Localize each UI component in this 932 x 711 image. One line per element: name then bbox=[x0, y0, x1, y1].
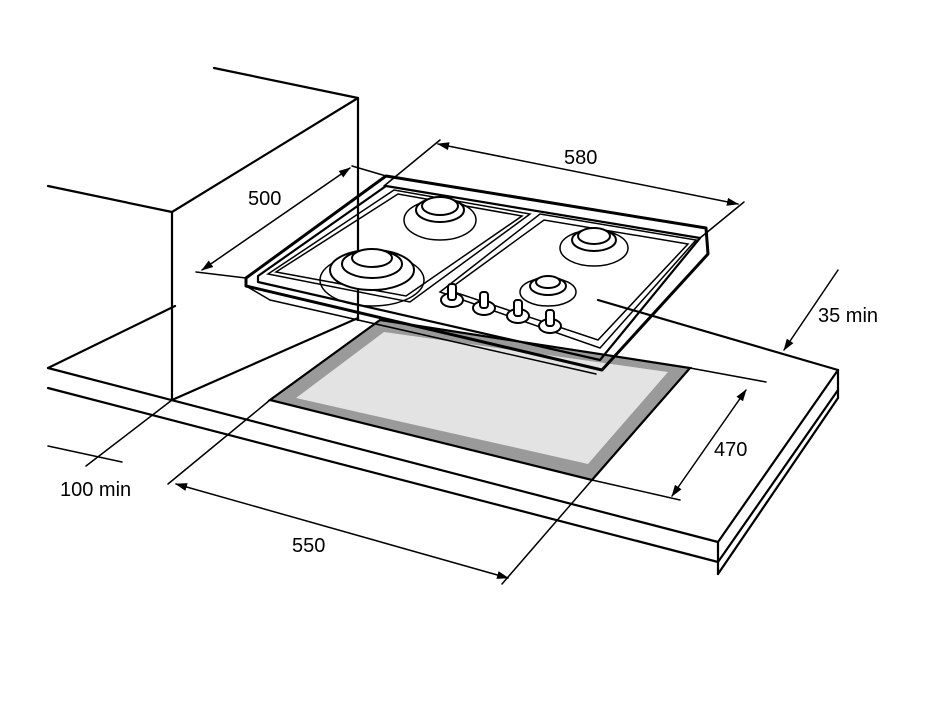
dimension-lines bbox=[47, 139, 839, 585]
burner-icon bbox=[519, 275, 577, 307]
knob-icon bbox=[538, 309, 562, 334]
burner-icon bbox=[319, 248, 425, 307]
worktop bbox=[46, 298, 840, 576]
burner-icon bbox=[559, 227, 629, 267]
knob-icon bbox=[472, 291, 496, 316]
label-depth: 500 bbox=[248, 188, 281, 210]
knob-icon bbox=[506, 299, 530, 324]
label-width: 580 bbox=[564, 147, 597, 169]
knob-icon bbox=[440, 283, 464, 308]
label-cutout-width: 550 bbox=[292, 535, 325, 557]
label-back-clearance: 100 min bbox=[60, 479, 131, 501]
burner-icon bbox=[403, 196, 477, 241]
label-cutout-depth: 470 bbox=[714, 439, 747, 461]
label-side-clearance: 35 min bbox=[818, 305, 878, 327]
side-cabinet bbox=[46, 66, 360, 402]
